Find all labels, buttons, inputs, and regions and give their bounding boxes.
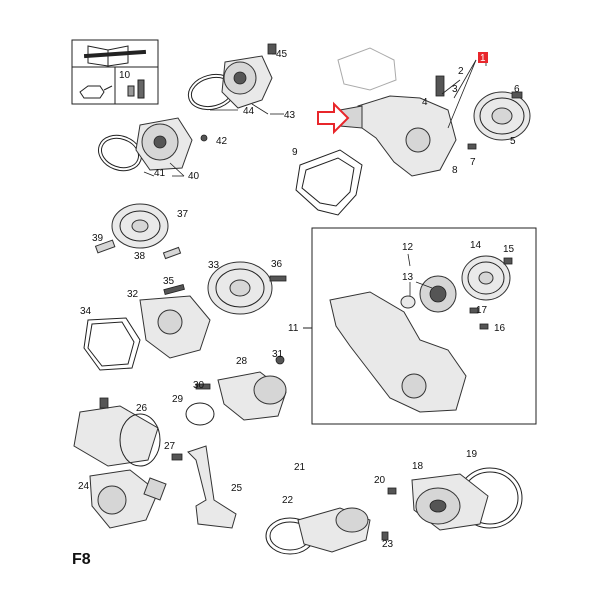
part-label-39: 39 — [92, 233, 104, 244]
part-label-16: 16 — [494, 323, 506, 334]
leader-lines — [143, 53, 487, 296]
part-label-45: 45 — [276, 49, 288, 60]
part-label-1: 1 — [480, 53, 486, 64]
part-label-40: 40 — [188, 171, 200, 182]
pulley-33 — [163, 261, 287, 315]
part-label-11: 11 — [288, 323, 299, 334]
part-label-19: 19 — [466, 449, 478, 460]
part-label-25: 25 — [231, 483, 243, 494]
part-label-34: 34 — [80, 306, 92, 317]
pump-assembly-21 — [265, 507, 389, 555]
part-label-7: 7 — [470, 157, 476, 168]
part-label-6: 6 — [514, 84, 520, 95]
pump-assembly-18 — [387, 467, 523, 531]
part-label-4: 4 — [422, 97, 428, 108]
part-label-24: 24 — [78, 481, 90, 492]
part-label-15: 15 — [503, 244, 515, 255]
part-label-17: 17 — [476, 305, 488, 316]
part-label-31: 31 — [272, 349, 284, 360]
part-label-43: 43 — [284, 110, 296, 121]
gasket-9 — [295, 149, 363, 216]
part-label-27: 27 — [164, 441, 176, 452]
part-label-23: 23 — [382, 539, 394, 550]
pump-assembly-43 — [187, 43, 277, 111]
part-label-30: 30 — [193, 380, 205, 391]
part-labels: 1 2 3 4 5 6 7 8 9 11 12 13 14 15 16 17 1… — [78, 49, 520, 550]
part-label-41: 41 — [154, 168, 166, 179]
cover-26 — [73, 397, 161, 467]
part-label-32: 32 — [127, 289, 139, 300]
part-label-44: 44 — [243, 106, 255, 117]
part-label-35: 35 — [163, 276, 175, 287]
pulley-37 — [94, 203, 182, 260]
part-label-3: 3 — [452, 84, 458, 95]
part-label-28: 28 — [236, 356, 248, 367]
part-label-29: 29 — [172, 394, 184, 405]
page-label: F8 — [72, 551, 91, 568]
oil-can-icon — [79, 85, 113, 99]
part-label-14: 14 — [470, 240, 482, 251]
part-label-22: 22 — [282, 495, 294, 506]
spark-plug-icon — [127, 79, 145, 99]
part-label-36: 36 — [271, 259, 283, 270]
part-label-8: 8 — [452, 165, 458, 176]
manual-wrench-icon — [83, 45, 147, 67]
part-label-12: 12 — [402, 242, 414, 253]
pump-assembly-32 — [83, 295, 211, 371]
part-label-18: 18 — [412, 461, 424, 472]
part-label-20: 20 — [374, 475, 386, 486]
water-pump-housing-top — [337, 47, 477, 177]
pump-assembly-40 — [98, 117, 208, 172]
detail-box-11 — [303, 227, 537, 425]
part-label-9: 9 — [292, 147, 298, 158]
part-label-5: 5 — [510, 136, 516, 147]
electric-pump-24 — [89, 469, 167, 529]
legend-box: 10 — [71, 39, 159, 105]
part-1-highlight — [478, 52, 488, 63]
part-label-26: 26 — [136, 403, 148, 414]
highlight-arrow — [317, 101, 350, 135]
part-label-42: 42 — [216, 136, 228, 147]
part-label-38: 38 — [134, 251, 146, 262]
part-label-2: 2 — [458, 66, 464, 77]
part-label-33: 33 — [208, 260, 220, 271]
part-label-13: 13 — [402, 272, 414, 283]
bracket-25 — [171, 445, 237, 529]
part-label-21: 21 — [294, 462, 306, 473]
legend-item-label: 10 — [119, 70, 131, 81]
part-label-37: 37 — [177, 209, 189, 220]
pump-assembly-28 — [185, 355, 287, 426]
pulley-5 — [473, 91, 531, 141]
